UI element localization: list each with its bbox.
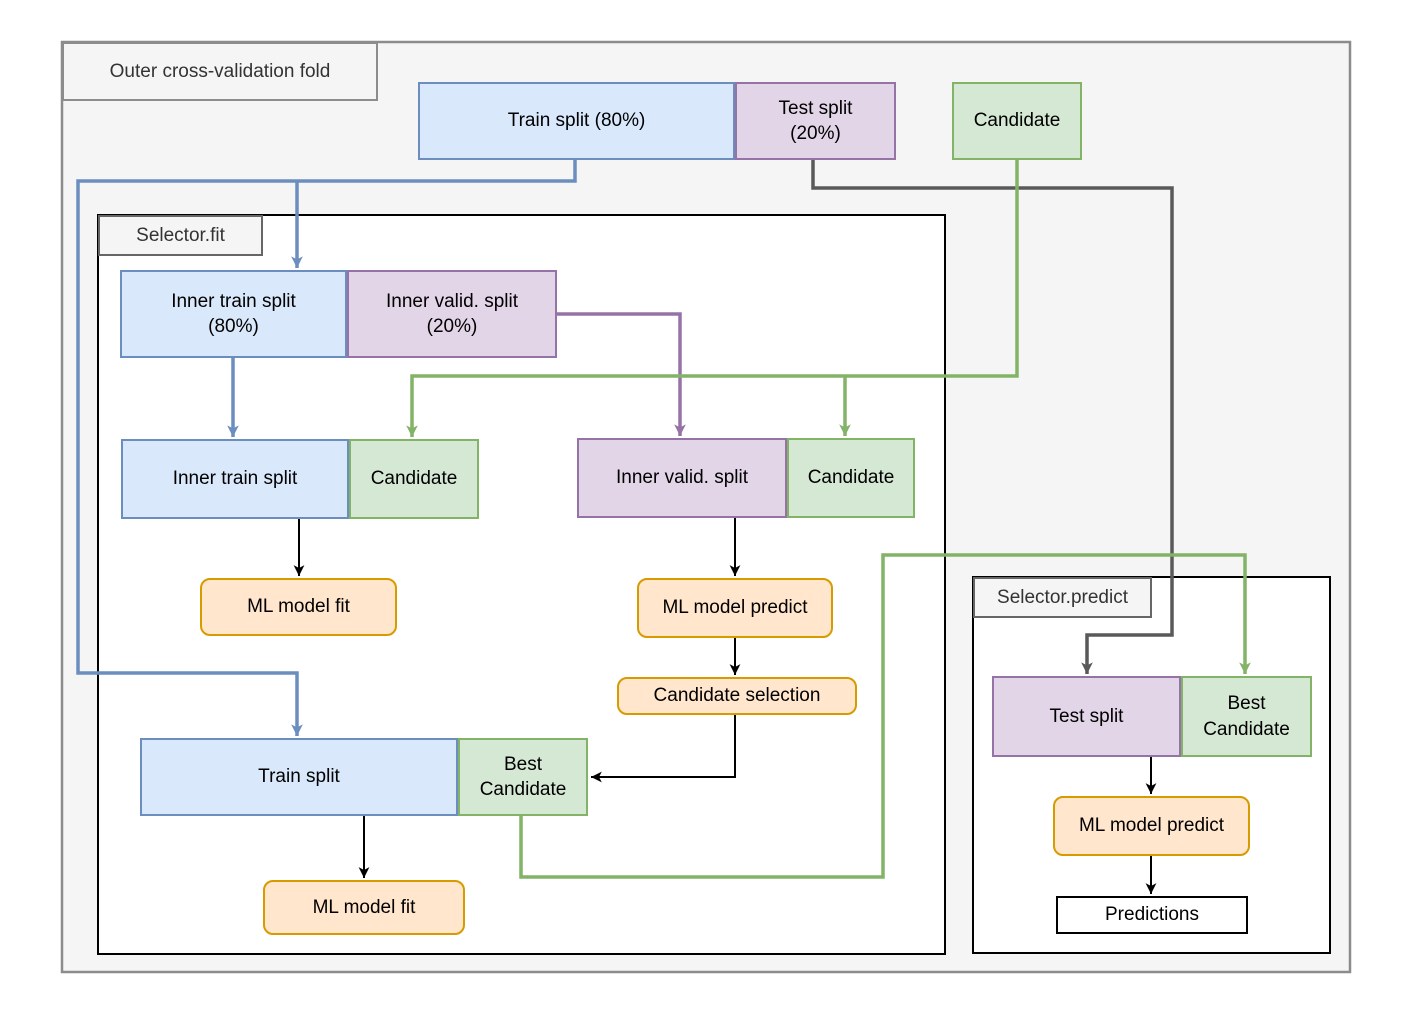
node-predictions: Predictions [1056,896,1248,934]
node-candidate-selection: Candidate selection [617,677,857,715]
node-inner-train-split: Inner train split [121,439,349,519]
node-train-split-inner: Train split [140,738,458,816]
node-ml-model-predict-1: ML model predict [637,578,833,638]
node-candidate-row2-left: Candidate [349,439,479,519]
node-ml-model-predict-2: ML model predict [1053,796,1250,856]
node-best-candidate-fit: Best Candidate [458,738,588,816]
node-inner-valid-split: Inner valid. split [577,438,787,518]
node-inner-valid-split-20: Inner valid. split (20%) [347,270,557,358]
node-ml-model-fit-2: ML model fit [263,880,465,935]
edge-candidate-to-row2-left [406,160,1019,437]
edge-best-candidate-to-predict [519,553,1251,879]
node-candidate-outer: Candidate [952,82,1082,160]
edge-train-split-main [76,160,577,736]
outer-fold-label: Outer cross-validation fold [62,42,378,101]
edge-selection-to-best-candidate [591,715,736,783]
selector-predict-label: Selector.predict [973,577,1152,618]
node-best-candidate-predict: Best Candidate [1181,676,1312,757]
node-test-split-outer: Test split (20%) [735,82,896,160]
selector-fit-label: Selector.fit [98,215,263,256]
node-test-split-predict: Test split [992,676,1181,757]
edge-test-split-to-predict [811,160,1174,674]
edge-inner-valid20-to-inner-valid [557,312,686,436]
node-candidate-row2-right: Candidate [787,438,915,518]
node-train-split-outer: Train split (80%) [418,82,735,160]
node-inner-train-split-80: Inner train split (80%) [120,270,347,358]
node-ml-model-fit-1: ML model fit [200,578,397,636]
